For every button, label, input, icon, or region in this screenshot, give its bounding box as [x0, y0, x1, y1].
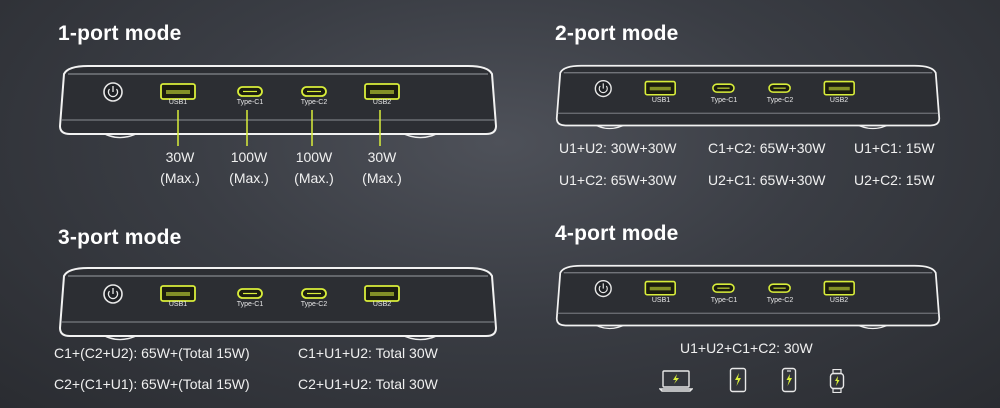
port-label-usb1: USB1: [168, 301, 188, 308]
output-watt: 30W: [367, 149, 397, 165]
port-label-type-c1: Type-C1: [236, 99, 264, 106]
charger-device: [555, 264, 941, 336]
port-label-usb1: USB1: [651, 297, 671, 304]
port-label-usb2: USB2: [372, 99, 392, 106]
port-label-usb1: USB1: [168, 99, 188, 106]
phone-icon: [781, 367, 797, 393]
combo-u2-c1: U2+C1: 65W+30W: [708, 172, 826, 188]
mode-title: 2-port mode: [555, 22, 679, 45]
port-label-type-c1: Type-C1: [710, 297, 738, 304]
mode-panel-2-port: 2-port mode USB1 Type-C1 Type-C2 USB2 U1…: [555, 22, 995, 202]
port-leader-lines: [177, 110, 381, 146]
combo-c1-c2-u2: C1+(C2+U2): 65W+(Total 15W): [54, 345, 250, 361]
combo-u2-c2: U2+C2: 15W: [854, 172, 935, 188]
port-label-usb2: USB2: [372, 301, 392, 308]
port-label-type-c2: Type-C2: [766, 297, 794, 304]
charger-device: [58, 266, 498, 348]
output-watt: 100W: [295, 149, 333, 165]
combo-u1-c1: U1+C1: 15W: [854, 140, 935, 156]
port-label-usb1: USB1: [651, 97, 671, 104]
output-type-c2: 100W (Max.): [279, 147, 349, 189]
output-type-c1: 100W (Max.): [214, 147, 284, 189]
output-watt: 30W: [165, 149, 195, 165]
output-usb1: 30W (Max.): [145, 147, 215, 189]
port-label-type-c2: Type-C2: [766, 97, 794, 104]
smartwatch-icon: [829, 369, 845, 393]
combo-c2-u1-u2: C2+U1+U2: Total 30W: [298, 376, 438, 392]
port-label-type-c1: Type-C1: [236, 301, 264, 308]
output-note: (Max.): [160, 170, 200, 186]
combo-c2-c1-u1: C2+(C1+U1): 65W+(Total 15W): [54, 376, 250, 392]
combo-c1-c2: C1+C2: 65W+30W: [708, 140, 826, 156]
charger-device: [555, 64, 941, 136]
mode-title: 1-port mode: [58, 22, 182, 45]
output-usb2: 30W (Max.): [347, 147, 417, 189]
port-label-type-c2: Type-C2: [300, 99, 328, 106]
combo-all-ports: U1+U2+C1+C2: 30W: [680, 340, 813, 356]
output-note: (Max.): [229, 170, 269, 186]
mode-panel-3-port: 3-port mode USB1 Type-C1 Type-C2 USB2 C1…: [54, 226, 498, 408]
port-label-type-c1: Type-C1: [710, 97, 738, 104]
tablet-icon: [729, 367, 747, 393]
mode-title: 3-port mode: [58, 226, 182, 249]
combo-c1-u1-u2: C1+U1+U2: Total 30W: [298, 345, 438, 361]
mode-panel-4-port: 4-port mode USB1 Type-C1 Type-C2 USB2 U1…: [555, 222, 995, 408]
combo-u1-c2: U1+C2: 65W+30W: [559, 172, 677, 188]
port-label-usb2: USB2: [829, 97, 849, 104]
output-note: (Max.): [362, 170, 402, 186]
port-label-type-c2: Type-C2: [300, 301, 328, 308]
mode-panel-1-port: 1-port mode USB1 Type-C1 Type-C2 USB2 30…: [58, 22, 498, 202]
combo-u1-u2: U1+U2: 30W+30W: [559, 140, 677, 156]
output-note: (Max.): [294, 170, 334, 186]
laptop-icon: [659, 370, 693, 392]
port-label-usb2: USB2: [829, 297, 849, 304]
mode-title: 4-port mode: [555, 222, 679, 245]
output-watt: 100W: [230, 149, 268, 165]
